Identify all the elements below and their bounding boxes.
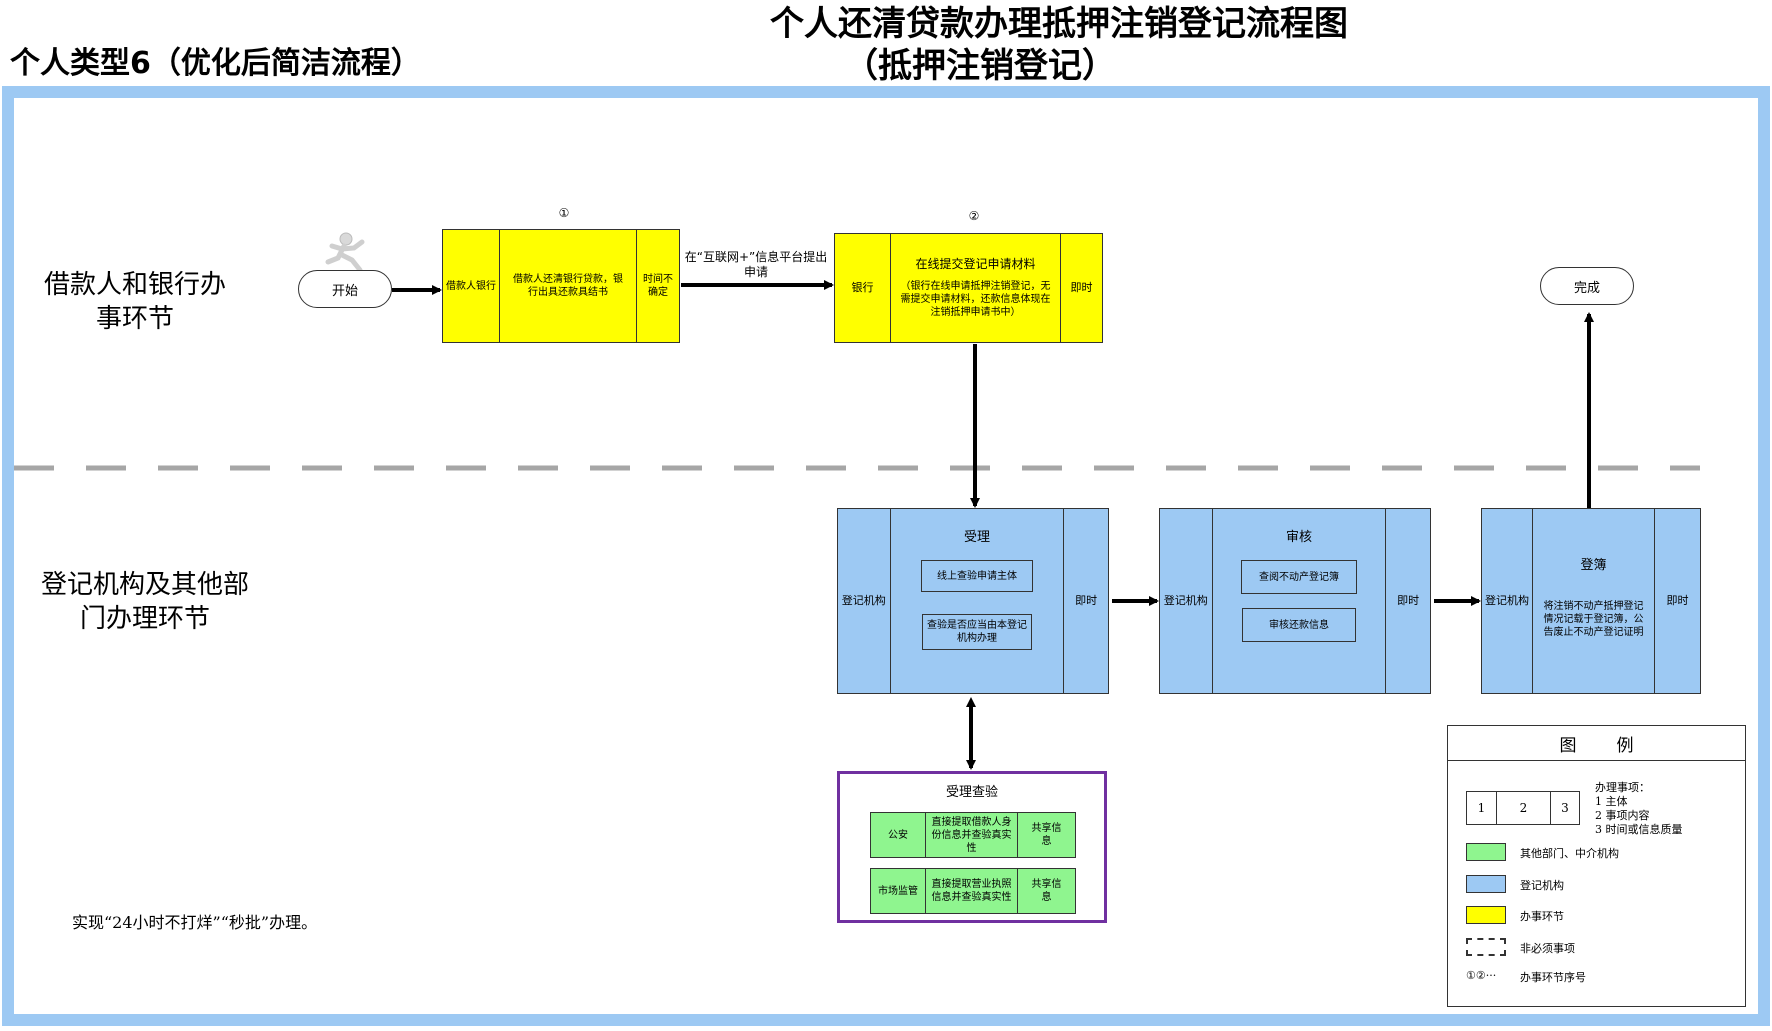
- verify-row-2-time: 共享信息: [1017, 869, 1075, 913]
- legend-box-desc-2: 2 事项内容: [1595, 809, 1650, 822]
- step2-number: ②: [968, 209, 980, 223]
- legend-label-blue: 登记机构: [1520, 879, 1564, 892]
- finish-node: 完成: [1540, 267, 1634, 305]
- legend-label-yellow: 办事环节: [1520, 910, 1564, 923]
- step2-content: （银行在线申请抵押注销登记，无需提交申请材料，还款信息体现在注销抵押申请书中）: [900, 281, 1051, 318]
- legend-box-desc-1: 1 主体: [1595, 795, 1628, 808]
- lane-label-top: 借款人和银行办事环节: [43, 270, 226, 334]
- step1-number: ①: [558, 206, 570, 220]
- start-node: 开始: [298, 270, 392, 308]
- legend-label-seq: 办事环节序号: [1520, 971, 1586, 984]
- legend-seq-symbols: ①②···: [1466, 969, 1497, 982]
- accept-item-1: 线上查验申请主体: [920, 560, 1033, 592]
- sub-title: （抵押注销登记）: [844, 46, 1116, 86]
- legend-title: 图例: [1448, 726, 1745, 761]
- step2-box: 银行 在线提交登记申请材料 （银行在线申请抵押注销登记，无需提交申请材料，还款信…: [834, 233, 1103, 343]
- legend-swatch-green: [1466, 843, 1506, 861]
- note-text: 实现“24小时不打烊”“秒批”办理。: [72, 913, 318, 932]
- verify-row-1-subject: 公安: [888, 829, 908, 841]
- legend-box-cell-3: 3: [1550, 792, 1579, 824]
- legend: 图例 1 2 3 办理事项： 1 主体 2 事项内容 3 时间或信息质量 其他部…: [1447, 725, 1746, 1007]
- register-body: 登簿 将注销不动产抵押登记情况记载于登记簿，公告废止不动产登记证明: [1532, 509, 1654, 693]
- review-subject: 登记机构: [1163, 594, 1208, 607]
- accept-title: 受理: [963, 530, 990, 545]
- step1-box: 借款人银行 借款人还清银行贷款，银行出具还款具结书 时间不确定: [442, 229, 680, 343]
- step2-subject: 银行: [851, 281, 874, 294]
- register-content: 将注销不动产抵押登记情况记载于登记簿，公告废止不动产登记证明: [1543, 601, 1644, 638]
- legend-swatch-blue: [1466, 875, 1506, 893]
- accept-body: 受理 线上查验申请主体 查验是否应当由本登记机构办理: [889, 509, 1064, 693]
- register-subject: 登记机构: [1485, 594, 1529, 607]
- step2-time: 即时: [1060, 234, 1102, 342]
- register-title: 登簿: [1580, 558, 1607, 573]
- legend-swatch-yellow: [1466, 906, 1506, 924]
- register-box: 登记机构 登簿 将注销不动产抵押登记情况记载于登记簿，公告废止不动产登记证明 即…: [1481, 508, 1701, 694]
- verify-row-2: 市场监管 直接提取营业执照信息并查验真实性 共享信息: [870, 868, 1076, 914]
- verify-row-1-content: 直接提取借款人身份信息并查验真实性: [925, 813, 1017, 857]
- legend-swatch-dashed: [1466, 938, 1506, 956]
- verify-row-2-subject: 市场监管: [878, 885, 918, 897]
- step2-body: 在线提交登记申请材料 （银行在线申请抵押注销登记，无需提交申请材料，还款信息体现…: [890, 234, 1060, 342]
- edge1-label: 在“互联网+”信息平台提出申请: [684, 250, 828, 279]
- verify-row-1: 公安 直接提取借款人身份信息并查验真实性 共享信息: [870, 812, 1076, 858]
- page-title: 个人类型6（优化后简洁流程）: [10, 46, 421, 81]
- step1-content: 借款人还清银行贷款，银行出具还款具结书: [499, 230, 636, 342]
- legend-box-cell-1: 1: [1477, 800, 1486, 815]
- register-time: 即时: [1654, 509, 1700, 693]
- review-item-2: 审核还款信息: [1241, 608, 1356, 642]
- accept-subject: 登记机构: [841, 594, 886, 607]
- legend-box-desc-title: 办理事项：: [1595, 781, 1650, 794]
- review-body: 审核 查阅不动产登记簿 审核还款信息: [1211, 509, 1386, 693]
- verify-title: 受理查验: [945, 785, 998, 800]
- legend-box-desc-3: 3 时间或信息质量: [1595, 823, 1683, 836]
- verify-row-1-time: 共享信息: [1017, 813, 1075, 857]
- step1-subject: 借款人银行: [446, 280, 496, 292]
- accept-box: 登记机构 受理 线上查验申请主体 查验是否应当由本登记机构办理 即时: [837, 508, 1109, 694]
- lane-label-bottom: 登记机构及其他部门办理环节: [40, 570, 249, 634]
- review-item-1: 查阅不动产登记簿: [1240, 560, 1357, 594]
- verify-container: 受理查验 公安 直接提取借款人身份信息并查验真实性 共享信息 市场监管 直接提取…: [837, 771, 1107, 923]
- verify-row-2-content: 直接提取营业执照信息并查验真实性: [925, 869, 1017, 913]
- accept-time: 即时: [1063, 509, 1108, 693]
- running-person-icon: [325, 232, 365, 272]
- legend-label-dashed: 非必须事项: [1520, 942, 1575, 955]
- step2-title: 在线提交登记申请材料: [915, 257, 1036, 271]
- review-title: 审核: [1285, 530, 1312, 545]
- review-box: 登记机构 审核 查阅不动产登记簿 审核还款信息 即时: [1159, 508, 1431, 694]
- review-time: 即时: [1385, 509, 1430, 693]
- step1-time: 时间不确定: [636, 230, 679, 342]
- accept-item-2: 查验是否应当由本登记机构办理: [921, 614, 1032, 650]
- legend-box-sample: 1 2 3: [1466, 791, 1580, 825]
- legend-box-cell-2: 2: [1496, 792, 1550, 824]
- legend-label-green: 其他部门、中介机构: [1520, 847, 1619, 860]
